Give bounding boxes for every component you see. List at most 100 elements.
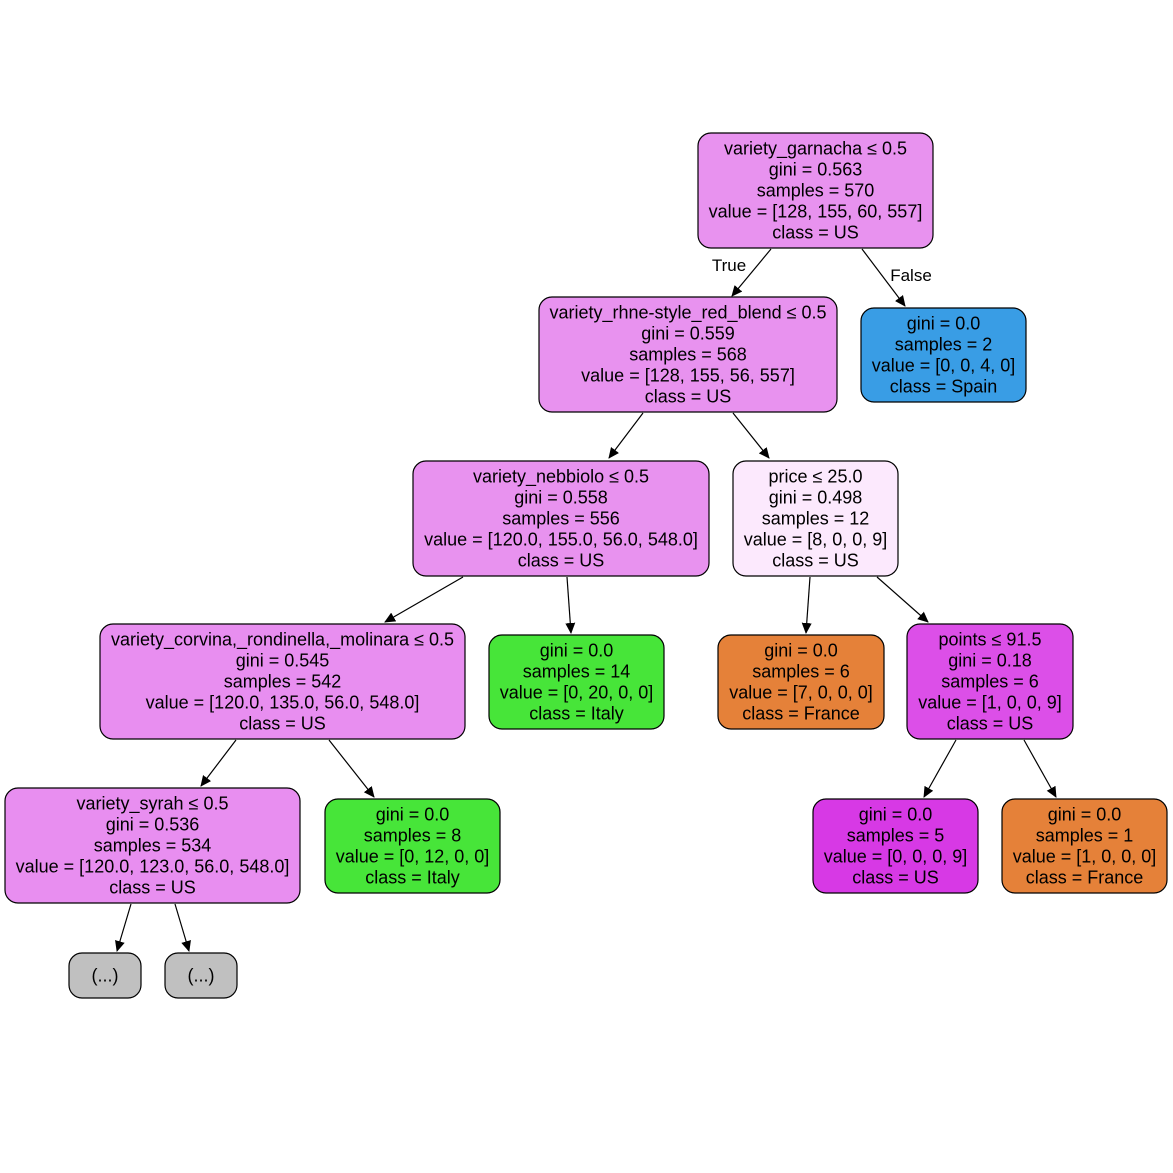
- edge-arrow-n3-n5: [384, 576, 464, 623]
- node-box: [697, 132, 934, 249]
- node-line: samples = 8: [364, 825, 462, 845]
- node-line: variety_garnacha ≤ 0.5: [724, 138, 907, 159]
- node-box: [4, 787, 301, 904]
- node-line: value = [120.0, 155.0, 56.0, 548.0]: [424, 529, 698, 549]
- edge-arrow-n3-n6: [565, 576, 576, 634]
- edge-label-true: True: [712, 256, 746, 275]
- node-line: (...): [188, 965, 215, 985]
- node-line: class = US: [645, 386, 732, 406]
- node-line: value = [8, 0, 0, 9]: [744, 529, 888, 549]
- node-box: [1001, 798, 1168, 894]
- node-line: value = [0, 0, 0, 9]: [824, 846, 968, 866]
- node-line: price ≤ 25.0: [769, 466, 863, 486]
- node-line: class = France: [742, 703, 860, 723]
- node-line: gini = 0.559: [641, 323, 735, 343]
- node-line: value = [0, 0, 4, 0]: [872, 355, 1016, 375]
- edge-arrow-n0-n2: [861, 248, 906, 307]
- node-line: gini = 0.536: [106, 814, 200, 834]
- node-line: gini = 0.0: [1048, 804, 1122, 824]
- node-line: gini = 0.0: [907, 313, 981, 333]
- node-box: [860, 307, 1027, 403]
- edge-label-false: False: [890, 266, 932, 285]
- node-line: gini = 0.545: [236, 650, 330, 670]
- node-line: value = [120.0, 123.0, 56.0, 548.0]: [16, 856, 290, 876]
- node-box: [538, 296, 838, 413]
- tree-node-n5: variety_corvina,_rondinella,_molinara ≤ …: [99, 623, 466, 740]
- node-line: class = France: [1026, 867, 1144, 887]
- node-line: class = Italy: [365, 867, 460, 887]
- node-line: (...): [92, 965, 119, 985]
- node-line: value = [0, 20, 0, 0]: [500, 682, 654, 702]
- node-line: gini = 0.18: [948, 650, 1032, 670]
- node-line: gini = 0.563: [769, 159, 863, 179]
- node-line: gini = 0.498: [769, 487, 863, 507]
- node-line: class = Italy: [529, 703, 624, 723]
- edge-arrow-n0-n1: [731, 248, 772, 297]
- node-line: value = [7, 0, 0, 0]: [729, 682, 873, 702]
- node-line: class = US: [109, 877, 196, 897]
- node-line: samples = 542: [224, 671, 342, 691]
- node-line: samples = 534: [94, 835, 212, 855]
- edge-arrow-n5-n9: [200, 739, 237, 787]
- node-box: [906, 623, 1074, 740]
- edge-arrow-n1-n3: [608, 412, 644, 459]
- node-line: gini = 0.558: [514, 487, 608, 507]
- node-line: value = [1, 0, 0, 9]: [918, 692, 1062, 712]
- node-line: points ≤ 91.5: [939, 629, 1042, 649]
- node-box: [412, 460, 710, 577]
- node-line: class = US: [772, 550, 859, 570]
- node-line: gini = 0.0: [376, 804, 450, 824]
- edge-arrow-n5-n10: [328, 739, 375, 798]
- node-box: [68, 952, 142, 999]
- node-line: class = US: [772, 222, 859, 242]
- node-line: class = US: [239, 713, 326, 733]
- node-box: [164, 952, 238, 999]
- node-box: [488, 634, 665, 730]
- node-box: [99, 623, 466, 740]
- node-line: samples = 14: [523, 661, 631, 681]
- node-line: class = US: [852, 867, 939, 887]
- node-line: samples = 5: [847, 825, 945, 845]
- node-line: value = [1, 0, 0, 0]: [1013, 846, 1157, 866]
- node-box: [812, 798, 979, 894]
- node-line: variety_corvina,_rondinella,_molinara ≤ …: [111, 629, 454, 650]
- node-line: variety_nebbiolo ≤ 0.5: [473, 466, 649, 487]
- edge-arrow-n8-n11: [923, 739, 957, 798]
- node-line: samples = 568: [629, 344, 747, 364]
- tree-node-n13: (...): [68, 952, 142, 999]
- node-line: class = US: [947, 713, 1034, 733]
- node-line: value = [120.0, 135.0, 56.0, 548.0]: [146, 692, 420, 712]
- node-line: gini = 0.0: [764, 640, 838, 660]
- node-line: class = US: [518, 550, 605, 570]
- node-box: [717, 634, 885, 730]
- node-line: samples = 6: [941, 671, 1039, 691]
- edge-arrow-n8-n12: [1023, 739, 1057, 798]
- node-line: samples = 12: [762, 508, 870, 528]
- node-box: [732, 460, 899, 577]
- node-line: class = Spain: [890, 376, 998, 396]
- node-line: value = [128, 155, 60, 557]: [709, 201, 923, 221]
- edge-arrow-n9-n14: [174, 903, 191, 952]
- node-line: gini = 0.0: [540, 640, 614, 660]
- node-line: samples = 6: [752, 661, 850, 681]
- node-line: value = [128, 155, 56, 557]: [581, 365, 795, 385]
- node-line: variety_syrah ≤ 0.5: [77, 793, 229, 814]
- node-line: value = [0, 12, 0, 0]: [336, 846, 490, 866]
- node-line: samples = 556: [502, 508, 620, 528]
- node-line: samples = 1: [1036, 825, 1134, 845]
- edge-arrow-n9-n13: [115, 903, 132, 952]
- edge-arrow-n4-n7: [801, 576, 812, 634]
- node-line: samples = 570: [757, 180, 875, 200]
- edge-arrow-n1-n4: [732, 412, 770, 459]
- node-box: [324, 798, 501, 894]
